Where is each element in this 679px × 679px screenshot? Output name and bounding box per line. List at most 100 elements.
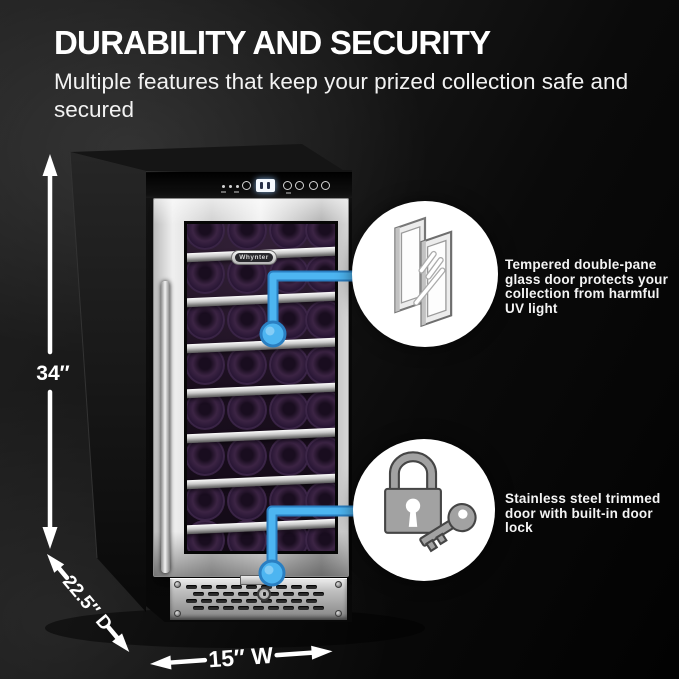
height-label: 34″ — [36, 362, 69, 385]
arrowhead-down-icon — [42, 527, 58, 549]
vent-slot — [238, 606, 249, 610]
vent-slot — [306, 599, 317, 603]
vent-slot — [231, 599, 242, 603]
depth-dimension-arrow: 22.5″ D — [47, 554, 130, 653]
key-icon — [419, 503, 477, 553]
power-button — [321, 181, 330, 190]
vent-slot — [201, 585, 212, 589]
vent-slot — [283, 606, 294, 610]
indicator-label — [234, 191, 239, 193]
vent-slot — [246, 599, 257, 603]
wine-bottle — [305, 224, 335, 250]
vent-slot — [208, 592, 219, 596]
door-glass: Whynter — [184, 221, 338, 554]
vent-slot — [268, 592, 279, 596]
vent-slot — [201, 599, 212, 603]
wine-bottle — [305, 300, 335, 340]
wine-bottle — [269, 390, 309, 430]
arrow-line — [164, 657, 208, 666]
callout-text-glass: Tempered double-pane glass door protects… — [505, 257, 669, 316]
double-pane-glass-icon — [394, 216, 453, 328]
vent-slot — [306, 585, 317, 589]
vent-slot — [291, 599, 302, 603]
callout-circle-glass — [352, 201, 498, 347]
vent-slot — [313, 592, 324, 596]
wine-bottle — [269, 224, 309, 250]
depth-label: 22.5″ D — [58, 572, 116, 635]
vent-slot — [283, 592, 294, 596]
indicator-light-icon — [229, 185, 232, 188]
vent-slot — [223, 606, 234, 610]
wine-bottle — [269, 345, 309, 385]
vent-slot — [208, 606, 219, 610]
wine-bottle — [227, 436, 267, 476]
indicator-label — [221, 191, 226, 193]
digit-segment — [267, 182, 270, 189]
arrowhead-left-icon — [150, 655, 172, 670]
wine-bottle — [227, 481, 267, 521]
vent-slot — [253, 606, 264, 610]
vent-slot — [276, 599, 287, 603]
vent-slot — [216, 599, 227, 603]
wine-bottle — [269, 481, 309, 521]
callout-text-lock: Stainless steel trimmed door with built-… — [505, 491, 661, 536]
temp-down-button — [295, 181, 304, 190]
door-lock-keyhole — [257, 587, 271, 601]
wine-bottle — [305, 390, 335, 430]
digit-segment — [260, 182, 263, 189]
indicator-light-icon — [222, 185, 225, 188]
vent-slot — [193, 592, 204, 596]
indicator-light-icon — [236, 185, 239, 188]
vent-slot — [313, 606, 324, 610]
vent-slot — [186, 585, 197, 589]
power-light-button — [242, 181, 251, 190]
arrowhead-upleft-icon — [47, 554, 65, 573]
wine-bottle — [269, 436, 309, 476]
vent-slot — [298, 606, 309, 610]
door-handle — [161, 281, 170, 573]
vent-slot — [268, 606, 279, 610]
cabinet-side-panel — [70, 152, 146, 612]
arrowhead-right-icon — [311, 645, 333, 660]
arrowhead-downright-icon — [112, 633, 130, 653]
screw-icon — [335, 581, 342, 588]
height-dimension-arrow: 34″ — [36, 154, 70, 549]
vent-slot — [193, 606, 204, 610]
button-label — [286, 192, 291, 194]
wine-bottle — [305, 345, 335, 385]
wine-bottle — [227, 390, 267, 430]
keyhole-slot — [262, 592, 266, 596]
wine-bottle — [269, 300, 309, 340]
vent-slot — [231, 585, 242, 589]
wine-bottle — [187, 224, 225, 250]
light-button — [309, 181, 318, 190]
arrow-line — [106, 625, 122, 643]
wine-bottle — [305, 481, 335, 521]
wine-bottle — [305, 436, 335, 476]
vent-slot — [216, 585, 227, 589]
vent-slot — [261, 599, 272, 603]
vent-slot — [291, 585, 302, 589]
brand-badge-label: Whynter — [235, 253, 273, 262]
wine-bottle — [227, 224, 267, 250]
vent-slot — [246, 585, 257, 589]
arrowhead-up-icon — [42, 154, 58, 176]
wine-bottle — [227, 345, 267, 385]
padlock-key-icon — [384, 451, 477, 553]
page-title: DURABILITY AND SECURITY — [54, 24, 491, 61]
fridge-front: Whynter — [146, 170, 352, 622]
width-dimension-arrow: 15″ W — [150, 642, 333, 672]
screw-icon — [174, 581, 181, 588]
cabinet-edge-highlight — [69, 151, 98, 559]
arrow-line — [55, 564, 70, 580]
wine-bottle — [227, 300, 267, 340]
callout-circle-lock — [353, 439, 495, 581]
control-panel — [146, 172, 352, 198]
vent-slot — [238, 592, 249, 596]
vent-slot — [223, 592, 234, 596]
vent-slot — [298, 592, 309, 596]
vent-slot — [186, 599, 197, 603]
temp-up-button — [283, 181, 292, 190]
wine-bottle — [305, 254, 335, 294]
